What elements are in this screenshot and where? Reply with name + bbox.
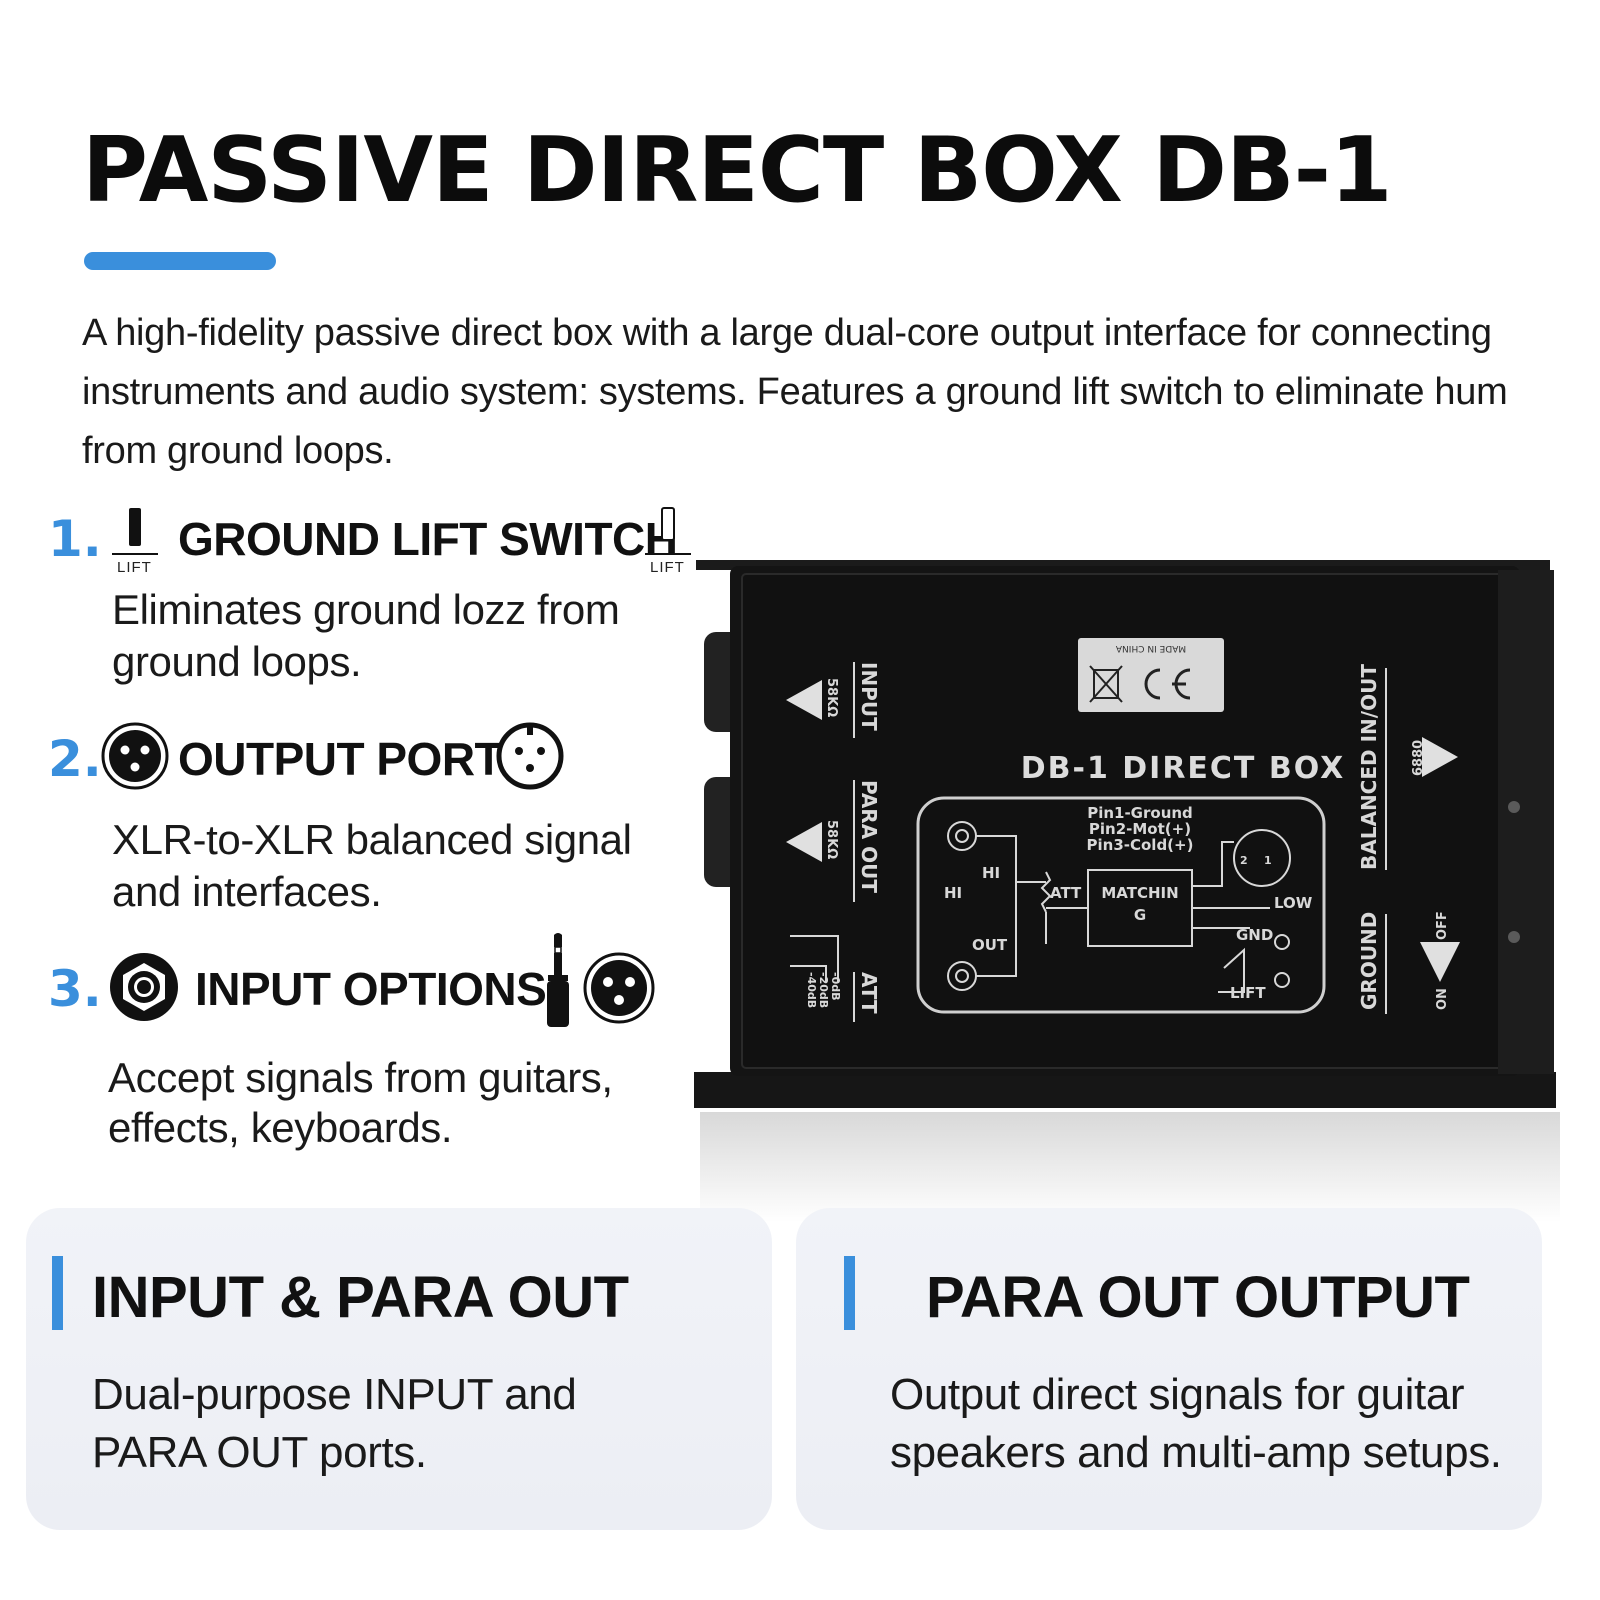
input-label: INPUT	[857, 662, 881, 731]
trs-plug-icon	[547, 933, 569, 1027]
feature-1-desc-line2: ground loops.	[112, 638, 362, 685]
feature-3-desc-line2: effects, keyboards.	[108, 1104, 453, 1151]
card-para-out-output: PARA OUT OUTPUT Output direct signals fo…	[796, 1208, 1542, 1530]
schematic-xlr-pin-1: 1	[1264, 854, 1272, 867]
schematic-pin1: Pin1-Ground	[1087, 804, 1193, 822]
device-label: DB-1 DIRECT BOX	[1021, 751, 1346, 786]
feature-1-desc-line1: Eliminates ground lozz from	[112, 586, 620, 633]
xlr-male-icon	[583, 952, 655, 1024]
card-1-desc-line2: PARA OUT ports.	[92, 1428, 427, 1477]
ground-lift-switch-off-icon	[645, 507, 691, 555]
ground-lift-caption-left: LIFT	[117, 559, 152, 576]
ground-label: GROUND	[1357, 912, 1381, 1010]
feature-2-desc-line2: and interfaces.	[112, 868, 382, 915]
impedance-1-label: 58KΩ	[824, 678, 839, 717]
ground-switch-arrow-icon	[1420, 942, 1460, 982]
card-accent-bar	[52, 1256, 63, 1330]
impedance-2-label: 58KΩ	[824, 820, 839, 859]
cert-text: MADE IN CHINA	[1115, 643, 1186, 653]
balanced-arrow-icon	[1422, 737, 1458, 777]
title-underline	[84, 252, 276, 270]
xlr-male-icon	[101, 722, 169, 790]
ground-lift-switch-on-icon	[112, 508, 158, 555]
schematic-xlr-pin-2: 2	[1240, 854, 1248, 867]
direct-box-product-image: MADE IN CHINA DB-1 DIRECT BOX Pin1-Groun…	[694, 560, 1556, 1108]
card-1-title: INPUT & PARA OUT	[92, 1265, 629, 1330]
xlr-female-icon	[496, 722, 564, 790]
feature-3-number: 3.	[48, 960, 102, 1018]
schematic-low: LOW	[1274, 894, 1313, 912]
on-label: ON	[1435, 988, 1450, 1010]
feature-2-title: OUTPUT PORT	[178, 733, 503, 785]
schematic-lift: LIFT	[1230, 984, 1266, 1002]
att-switch-diagram-icon	[790, 935, 839, 982]
ce-mark-icon	[1144, 668, 1191, 700]
intro-paragraph: A high-fidelity passive direct box with …	[82, 312, 1508, 472]
feature-2-number: 2.	[48, 730, 102, 788]
schematic-gnd: GND	[1236, 926, 1273, 944]
feature-3-desc-line1: Accept signals from guitars,	[108, 1054, 613, 1101]
schematic-matching-2: G	[1134, 906, 1146, 924]
card-accent-bar	[844, 1256, 855, 1330]
schematic-pin3: Pin3-Cold(+)	[1087, 836, 1194, 854]
schematic-att: ATT	[1050, 884, 1082, 902]
card-1-desc-line1: Dual-purpose INPUT and	[92, 1370, 577, 1419]
att-label: ATT	[857, 972, 881, 1014]
feature-3-title: INPUT OPTIONS	[195, 963, 547, 1015]
schematic-out: OUT	[972, 936, 1008, 954]
card-2-title: PARA OUT OUTPUT	[926, 1265, 1470, 1330]
card-2-desc-line2: speakers and multi-amp setups.	[890, 1428, 1502, 1477]
para-out-label: PARA OUT	[857, 780, 881, 893]
off-label: OFF	[1435, 911, 1450, 940]
card-input-para-out: INPUT & PARA OUT Dual-purpose INPUT and …	[26, 1208, 772, 1530]
balanced-in-out-label: BALANCED IN/OUT	[1357, 664, 1381, 870]
input-arrow-icon	[786, 680, 822, 720]
jack-socket-icon	[110, 953, 178, 1021]
schematic-hi-left: HI	[944, 884, 962, 902]
feature-1-title: GROUND LIFT SWITCH	[178, 513, 678, 565]
schematic-matching-1: MATCHIN	[1101, 884, 1178, 902]
device-reflection	[700, 1112, 1560, 1222]
feature-2-desc-line1: XLR-to-XLR balanced signal	[112, 816, 632, 863]
card-2-desc-line1: Output direct signals for guitar	[890, 1370, 1465, 1419]
ground-lift-caption-right: LIFT	[650, 559, 685, 576]
para-out-arrow-icon	[786, 822, 822, 862]
schematic-hi-mid: HI	[982, 864, 1000, 882]
feature-1-number: 1.	[48, 510, 102, 568]
weee-bin-icon	[1089, 665, 1123, 703]
schematic-pin2: Pin2-Mot(+)	[1089, 820, 1191, 838]
page-title: PASSIVE DIRECT BOX DB-1	[82, 118, 1393, 223]
att-value-40: -40dB	[805, 972, 818, 1008]
